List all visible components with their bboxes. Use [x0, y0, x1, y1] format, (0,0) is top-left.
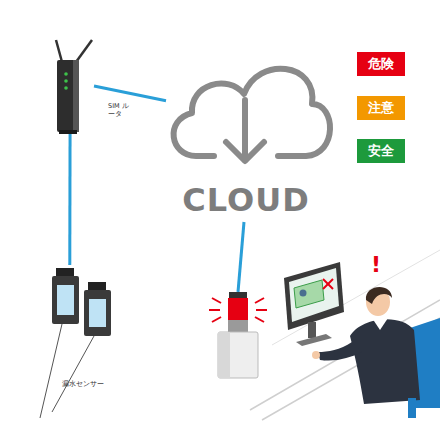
- sensor-wire: [40, 324, 94, 418]
- router-icon: [76, 40, 92, 62]
- monitor: [284, 262, 344, 330]
- sensor-node: 漏水センサー: [48, 265, 114, 337]
- warning-light: [256, 309, 267, 311]
- leak-sensor: [52, 268, 111, 336]
- sensor-wire: [52, 336, 94, 412]
- network-link: [68, 134, 71, 265]
- office-worker: [366, 287, 392, 304]
- leak-sensor: [56, 268, 74, 276]
- caution-level-box: 注意: [357, 96, 405, 120]
- router-icon: [64, 72, 68, 76]
- leak-sensor: [88, 282, 106, 290]
- monitor: [323, 279, 333, 289]
- cloud-shape: [226, 142, 264, 161]
- warning-light: [209, 309, 220, 311]
- leak-sensor: [84, 290, 111, 336]
- monitor: [289, 268, 339, 322]
- router-icon: [56, 40, 92, 134]
- router-node: SIM ルータ: [52, 38, 94, 134]
- warning-light: [255, 298, 264, 303]
- sensor-wire: [40, 324, 62, 418]
- office-worker: [318, 342, 362, 361]
- network-link: [94, 86, 166, 101]
- desk-outline: [262, 318, 440, 420]
- leak-sensor: [57, 285, 74, 315]
- warning-light: [218, 332, 258, 378]
- router-icon: [64, 79, 68, 83]
- node-text: 漏水センサー: [62, 381, 104, 389]
- monitor: [323, 279, 333, 289]
- monitor: [294, 280, 324, 308]
- office-worker: [372, 318, 388, 330]
- warning-light: [229, 292, 247, 298]
- router-icon: [59, 130, 77, 134]
- monitor: [300, 290, 307, 297]
- danger-level-box: 危険: [357, 52, 405, 76]
- cloud-node: CLOUD: [166, 52, 326, 220]
- router-icon: [64, 86, 68, 90]
- router-icon: [56, 40, 62, 62]
- monitor: [308, 322, 316, 338]
- node-text: 注意: [357, 96, 405, 120]
- office-worker: [350, 319, 420, 404]
- node-text: SIM ルータ: [108, 102, 134, 118]
- cloud-shape: [242, 100, 248, 160]
- alert-mark: !: [371, 254, 381, 276]
- warning-light: [255, 317, 264, 322]
- cloud-shape: [174, 69, 330, 161]
- warning-light: [228, 298, 248, 320]
- cloud-shape: [174, 69, 330, 156]
- node-text: CLOUD: [166, 184, 326, 216]
- node-text: 危険: [357, 52, 405, 76]
- router-icon: [73, 60, 79, 132]
- office-worker: [312, 287, 440, 418]
- leak-sensor: [89, 299, 106, 327]
- desk-outline: [250, 300, 440, 410]
- leak-sensor: [52, 276, 79, 324]
- node-text: 安全: [357, 139, 405, 163]
- safe-level-box: 安全: [357, 139, 405, 163]
- office-worker: [408, 398, 416, 418]
- office-worker: [312, 351, 320, 359]
- warning-light: [228, 320, 248, 332]
- warning-light: [212, 317, 221, 322]
- signal-line: [238, 222, 244, 292]
- warning-light: [209, 292, 267, 378]
- router-icon: [57, 60, 79, 132]
- desk-outline: [250, 250, 440, 420]
- monitor: [296, 334, 332, 346]
- warning-light: [218, 332, 230, 378]
- warning-light: [212, 298, 221, 303]
